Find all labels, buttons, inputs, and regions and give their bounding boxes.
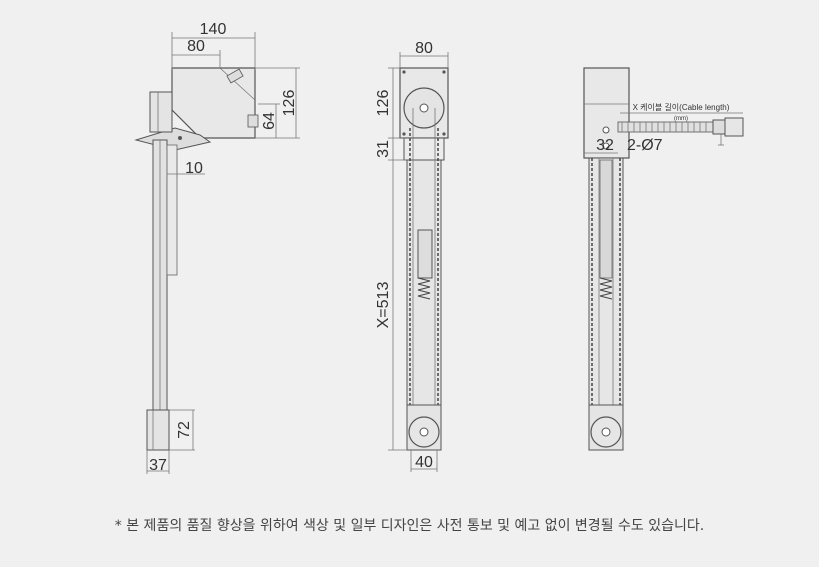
side-foot (146, 409, 170, 451)
dim-side-base: 10 (185, 160, 203, 177)
front-spring (417, 277, 431, 300)
dim-side-head: 80 (187, 38, 205, 55)
side-head-box (171, 67, 256, 139)
technical-drawing: 140 80 126 64 10 72 37 (134, 21, 744, 474)
dim-rear-offset: 32 (596, 137, 614, 154)
rear-carriage (599, 159, 613, 279)
dim-side-width: 140 (200, 21, 227, 38)
side-plate (166, 144, 178, 276)
footnote: * 본 제품의 품질 향상을 위하여 색상 및 일부 디자인은 사전 통보 및 … (114, 518, 705, 534)
dim-side-height: 126 (281, 90, 298, 117)
side-knob (226, 68, 244, 84)
dim-front-bottom: 40 (415, 454, 433, 471)
side-head-diagonal (219, 67, 256, 101)
dim-front-gap: 31 (375, 140, 392, 158)
rear-cable-connector (712, 119, 726, 135)
rear-hole-bottom (602, 142, 610, 150)
side-hook (149, 91, 173, 133)
front-carriage (417, 229, 433, 279)
cable-length-label: X 케이블 길이(Cable length) (633, 102, 730, 112)
rear-view: X 케이블 길이(Cable length) (mm) 32 2-Ø7 (583, 67, 744, 451)
side-bracket-hole (178, 136, 182, 140)
dim-side-bottom: 72 (176, 421, 193, 439)
dim-front-height: 126 (375, 90, 392, 117)
dim-rear-holes: 2-Ø7 (627, 137, 663, 154)
rear-spring (599, 277, 613, 300)
rear-cable (617, 121, 714, 133)
cable-length-unit: (mm) (674, 116, 688, 122)
side-view: 140 80 126 64 10 72 37 (134, 21, 300, 474)
dim-front-width: 80 (415, 40, 433, 57)
dim-front-length: X=513 (375, 282, 392, 329)
rear-hole-top (602, 126, 610, 134)
front-view: 80 126 31 X=513 40 (375, 40, 449, 472)
dim-side-foot: 37 (149, 457, 167, 474)
side-connector (247, 114, 259, 128)
dim-side-inner: 64 (261, 112, 278, 130)
